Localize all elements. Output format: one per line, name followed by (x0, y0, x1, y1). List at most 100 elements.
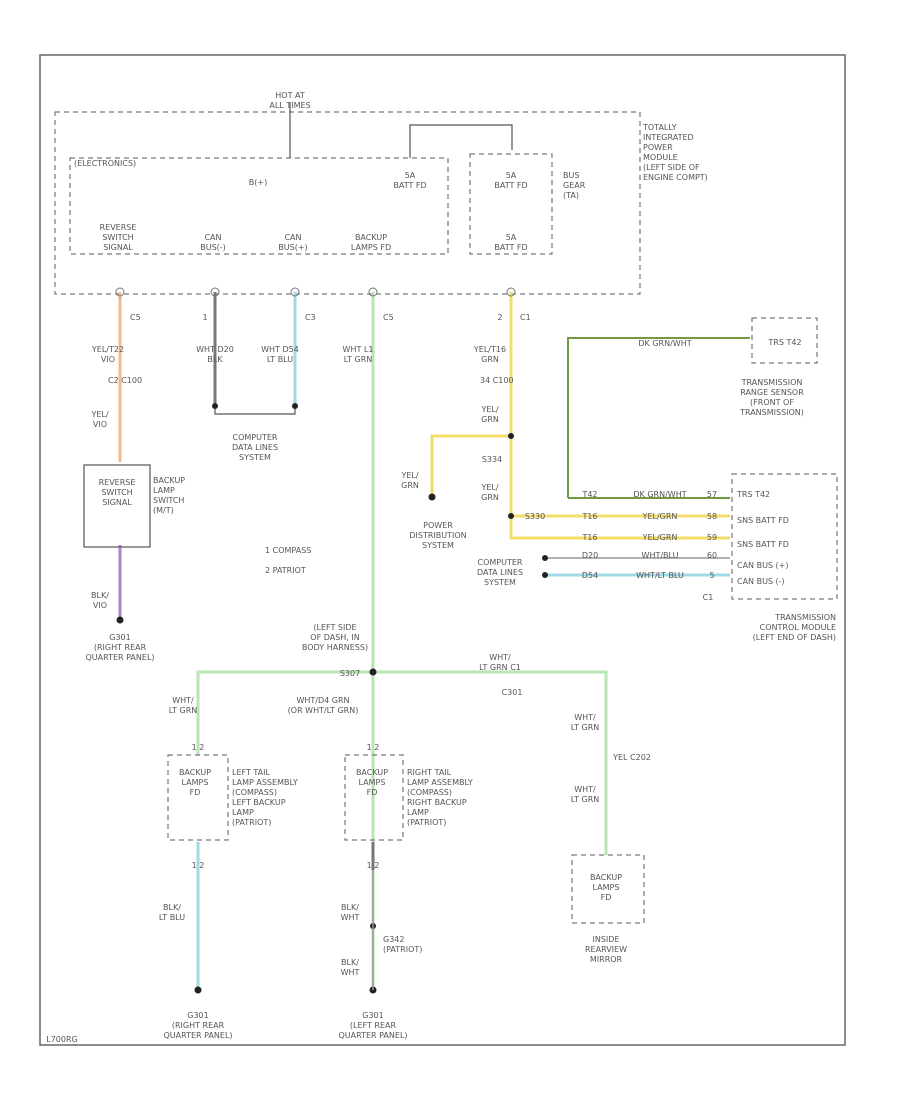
tipm-fuse-box (469, 153, 553, 255)
tcm-wire-1-label: DK GRN/WHT (633, 490, 686, 499)
connector-c100-yellow-label: 34 C100 (480, 376, 514, 385)
mirror-box (571, 854, 645, 924)
pin-label: 2 (497, 313, 502, 322)
pin-label: 59 (707, 533, 717, 542)
left-tail-wire-color-label: WHT/LT GRN (169, 696, 198, 715)
pin-label: 60 (707, 551, 717, 560)
tcm-pin-label: CAN BUS (+) (737, 561, 789, 570)
tcm-t16-wire-b (509, 497, 730, 540)
pin-label: 1 (202, 313, 207, 322)
ground-dot (194, 986, 202, 994)
yellow-branch-wire (430, 434, 511, 497)
ground-g342-label: G342(PATRIOT) (383, 935, 422, 954)
pin-label: 58 (707, 512, 717, 521)
mirror-wire-color-label-3: WHT/LT GRN (571, 785, 600, 804)
tcm-connector-c1-label: C1 (703, 593, 714, 602)
trs-wire-color-label: DK GRN/WHT (638, 339, 691, 348)
switch-ground-color-label: BLK/VIO (91, 591, 109, 610)
tcm-pin-label: TRS T42 (736, 490, 770, 499)
tcm-box (731, 473, 838, 600)
right-tail-wire-color-label: WHT/D4 GRN(OR WHT/LT GRN) (288, 696, 359, 715)
yellow-wire-color-label-2: YEL/GRN (480, 405, 498, 424)
splice-dot (212, 403, 218, 409)
tcm-pin-label: SNS BATT FD (737, 516, 789, 525)
mirror-wire-color-label: WHT/LT GRN C1 (479, 653, 521, 672)
connector-pin (290, 287, 300, 297)
tipm-box (54, 111, 641, 295)
ground-dot (116, 616, 124, 624)
mirror-wire-color-label-2: WHT/LT GRN (571, 713, 600, 732)
splice-dot (542, 572, 548, 578)
left-tail-ground-color-label: BLK/LT BLU (159, 903, 185, 922)
can-bracket (214, 406, 296, 415)
trs-pin-label: TRS T42 (767, 338, 801, 347)
hot-at-label: HOT AT (275, 91, 305, 100)
tcm-wire-2-label: YEL/GRN (642, 512, 678, 521)
diagram-frame (39, 54, 846, 1046)
splice-dot (542, 555, 548, 561)
electronics-label: (ELECTRONICS) (74, 159, 136, 168)
legend-patriot: 2 PATRIOT (265, 566, 306, 575)
connector-c5-label: C5 (130, 313, 141, 322)
connector-c301-label: C301 (502, 688, 523, 697)
right-tail-ground-color-label: BLK/WHT (341, 903, 360, 922)
splice-dot (369, 668, 377, 676)
circuit-t42-label: T42 (581, 490, 597, 499)
reverse-wire-color-label-2: YEL/VIO (90, 410, 108, 429)
trs-wire (567, 337, 750, 498)
pin-label: 5 (709, 571, 714, 580)
splice-s334-label: S334 (482, 455, 502, 464)
right-tail-box (344, 754, 404, 841)
left-tail-box (167, 754, 229, 841)
right-tail-ground-color-label-2: BLK/WHT (341, 958, 360, 977)
connector-c3-label: C3 (305, 313, 316, 322)
splice-dot (508, 433, 514, 439)
yellow-branch-color-label: YEL/GRN (400, 471, 418, 490)
circuit-t16-a-label: T16 (581, 512, 597, 521)
backup-switch-box (83, 464, 151, 548)
right-tail-bottom-pins-label: 1 2 (367, 861, 380, 870)
connector-pin (368, 287, 378, 297)
circuit-d20-label: D20 (582, 551, 598, 560)
yellow-wire-color-label-3: YEL/GRN (480, 483, 498, 502)
diagram-id-label: L700RG (46, 1035, 77, 1044)
circuit-d54-label: D54 (582, 571, 598, 580)
splice-dot (292, 403, 298, 409)
circuit-t16-b-label: T16 (581, 533, 597, 542)
splice-dot (428, 493, 436, 501)
backup-lamp-branch-wire (196, 670, 608, 855)
b-plus-label: B(+) (249, 178, 267, 187)
tcm-pin-label: CAN BUS (-) (737, 577, 785, 586)
connector-c5-b-label: C5 (383, 313, 394, 322)
connector-c100-label: C2 C100 (108, 376, 142, 385)
